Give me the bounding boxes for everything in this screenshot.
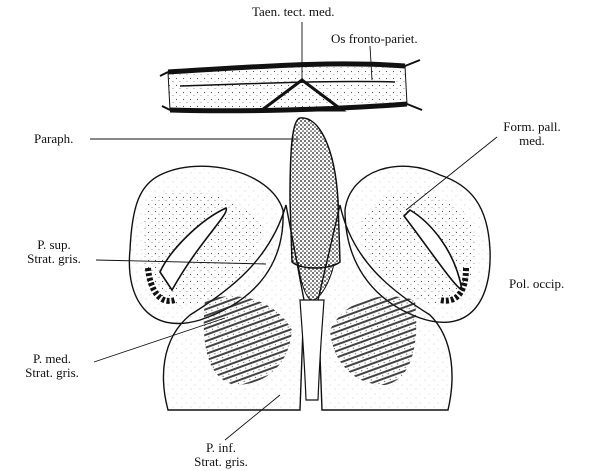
- label-pmed-line1: P. med.: [11, 352, 93, 366]
- label-form-line1: Form. pall.: [494, 120, 570, 134]
- label-pars-media: P. med. Strat. gris.: [11, 352, 93, 380]
- label-formatio-pallialis-medialis: Form. pall. med.: [494, 120, 570, 148]
- label-pmed-line2: Strat. gris.: [11, 366, 93, 380]
- label-pars-inferior: P. inf. Strat. gris.: [180, 441, 262, 469]
- label-pinf-line2: Strat. gris.: [180, 455, 262, 469]
- label-psup-line2: Strat. gris.: [13, 252, 95, 266]
- label-paraphysis: Paraph.: [34, 132, 73, 146]
- label-os-fronto-parietale: Os fronto-pariet.: [331, 32, 418, 46]
- label-form-line2: med.: [494, 134, 570, 148]
- label-taenia-tecti-medialis: Taen. tect. med.: [252, 5, 334, 19]
- label-psup-line1: P. sup.: [13, 238, 95, 252]
- label-polus-occipitalis: Pol. occip.: [509, 277, 564, 291]
- label-pars-superior: P. sup. Strat. gris.: [13, 238, 95, 266]
- label-pinf-line1: P. inf.: [180, 441, 262, 455]
